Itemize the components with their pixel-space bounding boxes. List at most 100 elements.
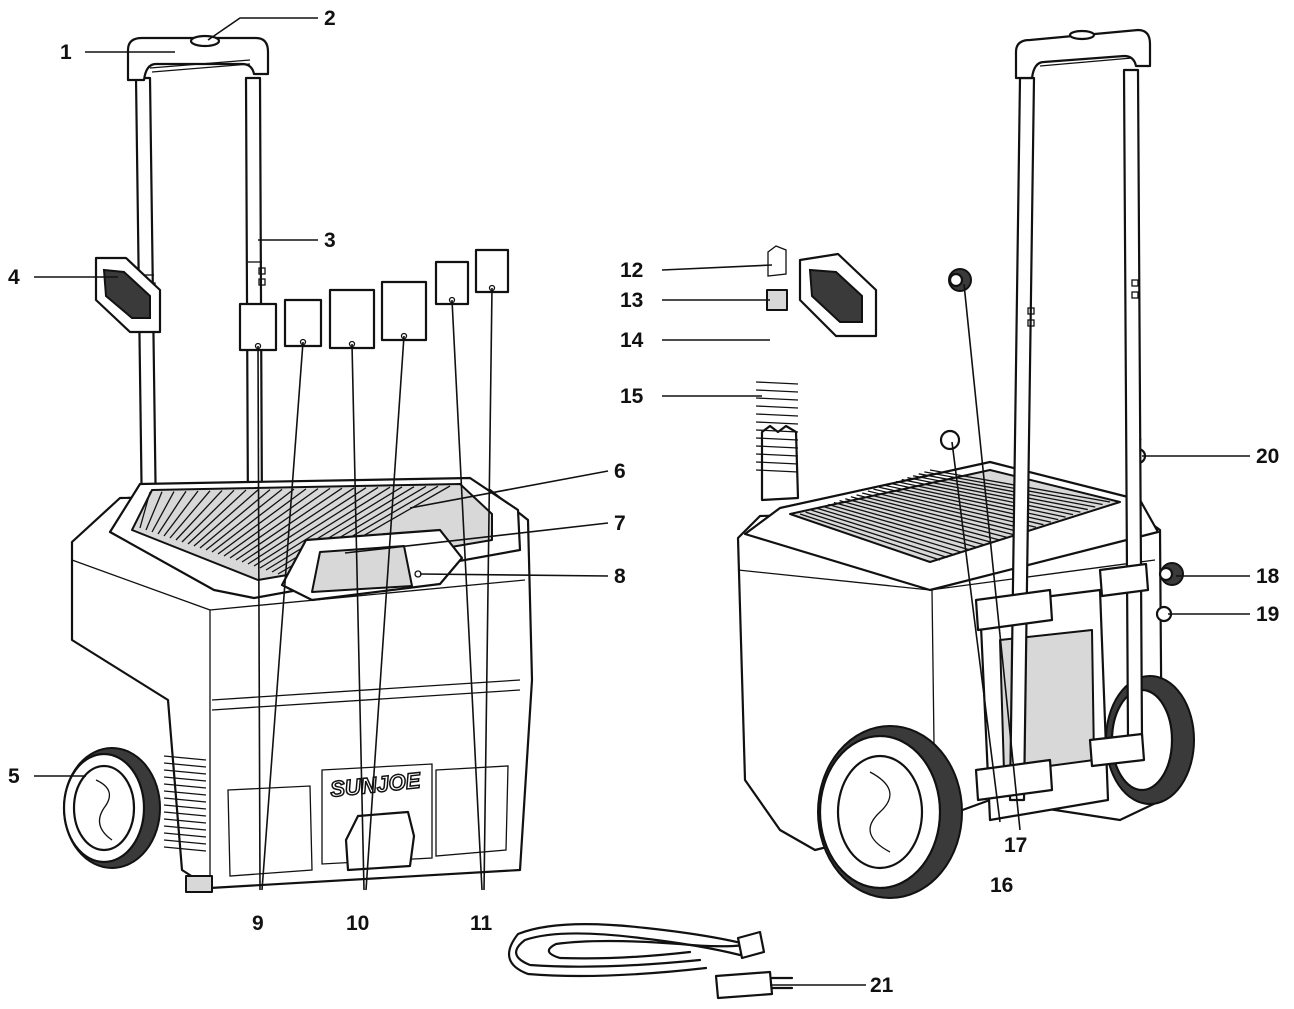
callout-labels: 1 2 3 4 5 6 7 8 9 10 11 12 13 14 15 16 1… (8, 7, 1280, 997)
vent-slot (163, 804, 207, 810)
callout-10: 10 (346, 912, 369, 935)
vent-slot (163, 776, 207, 782)
vent-slot (163, 811, 207, 817)
callout-8: 8 (614, 565, 626, 588)
callout-3: 3 (324, 229, 336, 252)
solar-fin (833, 501, 985, 546)
callout-7: 7 (614, 512, 626, 535)
solar-fin (895, 480, 1066, 518)
callout-12: 12 (620, 259, 643, 282)
back-lid-solar-panel (743, 460, 1160, 592)
solar-fin (157, 490, 187, 535)
vent-slot (755, 461, 799, 465)
vent-slot (755, 453, 799, 457)
back-wheel-left (817, 725, 963, 899)
vent-slot (755, 445, 799, 449)
callout-2: 2 (324, 7, 336, 30)
callout-1: 1 (60, 41, 72, 64)
vent-slot (163, 825, 207, 831)
front-view: SUNJOE (62, 34, 534, 893)
solar-fin (862, 492, 1022, 533)
vent-slot (755, 469, 799, 473)
callout-6: 6 (614, 460, 626, 483)
solar-fin (799, 513, 941, 561)
front-foot (185, 875, 213, 893)
back-handle-rails (974, 68, 1150, 802)
callout-14: 14 (620, 329, 644, 352)
vent-slot (163, 839, 207, 845)
callout-9: 9 (252, 912, 264, 935)
vent-slot (755, 413, 799, 417)
back-vent-grille (755, 381, 799, 473)
solar-fin (867, 490, 1029, 531)
solar-fin (247, 487, 367, 565)
vent-slot (755, 397, 799, 401)
solar-fin (151, 491, 175, 533)
front-vent-grille (163, 755, 207, 852)
solar-fin (193, 489, 259, 547)
callout-4: 4 (8, 266, 20, 289)
vent-slot (163, 790, 207, 796)
callout-17: 17 (1004, 834, 1027, 857)
vent-slot (755, 437, 799, 441)
solar-fin (241, 487, 355, 563)
vent-slot (163, 769, 207, 775)
front-wheel (62, 747, 161, 869)
vent-slot (163, 818, 207, 824)
solar-fin (828, 503, 978, 549)
callout-19: 19 (1256, 603, 1279, 626)
callout-20: 20 (1256, 445, 1279, 468)
solar-fin (187, 489, 247, 545)
solar-fin (253, 486, 379, 567)
solar-fin (211, 488, 295, 553)
power-cord (507, 923, 794, 1000)
back-handle-grip (1014, 28, 1152, 80)
vent-slot (755, 381, 799, 385)
solar-fin (918, 473, 1096, 508)
solar-fin (229, 487, 331, 559)
front-outlets (238, 248, 510, 352)
vent-slot (755, 405, 799, 409)
leader-lines (34, 17, 1250, 986)
solar-fin (181, 489, 235, 543)
solar-fin (890, 482, 1059, 521)
solar-fin (873, 488, 1037, 528)
solar-fin (850, 496, 1007, 538)
solar-fin (811, 509, 955, 556)
callout-11: 11 (470, 912, 493, 935)
vent-slot (163, 797, 207, 803)
front-handle-grip (126, 34, 270, 82)
callout-21: 21 (870, 974, 894, 997)
callout-5: 5 (8, 765, 20, 788)
vent-slot (163, 832, 207, 838)
vent-slot (163, 762, 207, 768)
vent-slot (755, 389, 799, 393)
solar-fin (169, 490, 211, 539)
solar-fin (223, 488, 319, 557)
solar-fin (145, 491, 163, 531)
solar-fin (205, 488, 283, 551)
solar-fin (901, 478, 1074, 516)
solar-fin (839, 499, 992, 543)
back-view: ⏚ (736, 28, 1195, 899)
back-side-handle (798, 252, 878, 338)
callout-18: 18 (1256, 565, 1280, 588)
callout-15: 15 (620, 385, 644, 408)
vent-slot (163, 755, 207, 761)
solar-fin (805, 511, 948, 559)
vent-slot (163, 783, 207, 789)
solar-fin (845, 498, 1000, 541)
callout-16: 16 (990, 874, 1013, 897)
solar-fin (907, 477, 1081, 513)
vent-slot (755, 421, 799, 425)
vent-slot (163, 846, 207, 852)
vent-slot (755, 429, 799, 433)
front-body (70, 488, 534, 890)
solar-fin (163, 490, 199, 537)
solar-fin (822, 505, 970, 551)
solar-fin (265, 486, 403, 571)
callout-13: 13 (620, 289, 643, 312)
solar-fin (139, 491, 151, 529)
